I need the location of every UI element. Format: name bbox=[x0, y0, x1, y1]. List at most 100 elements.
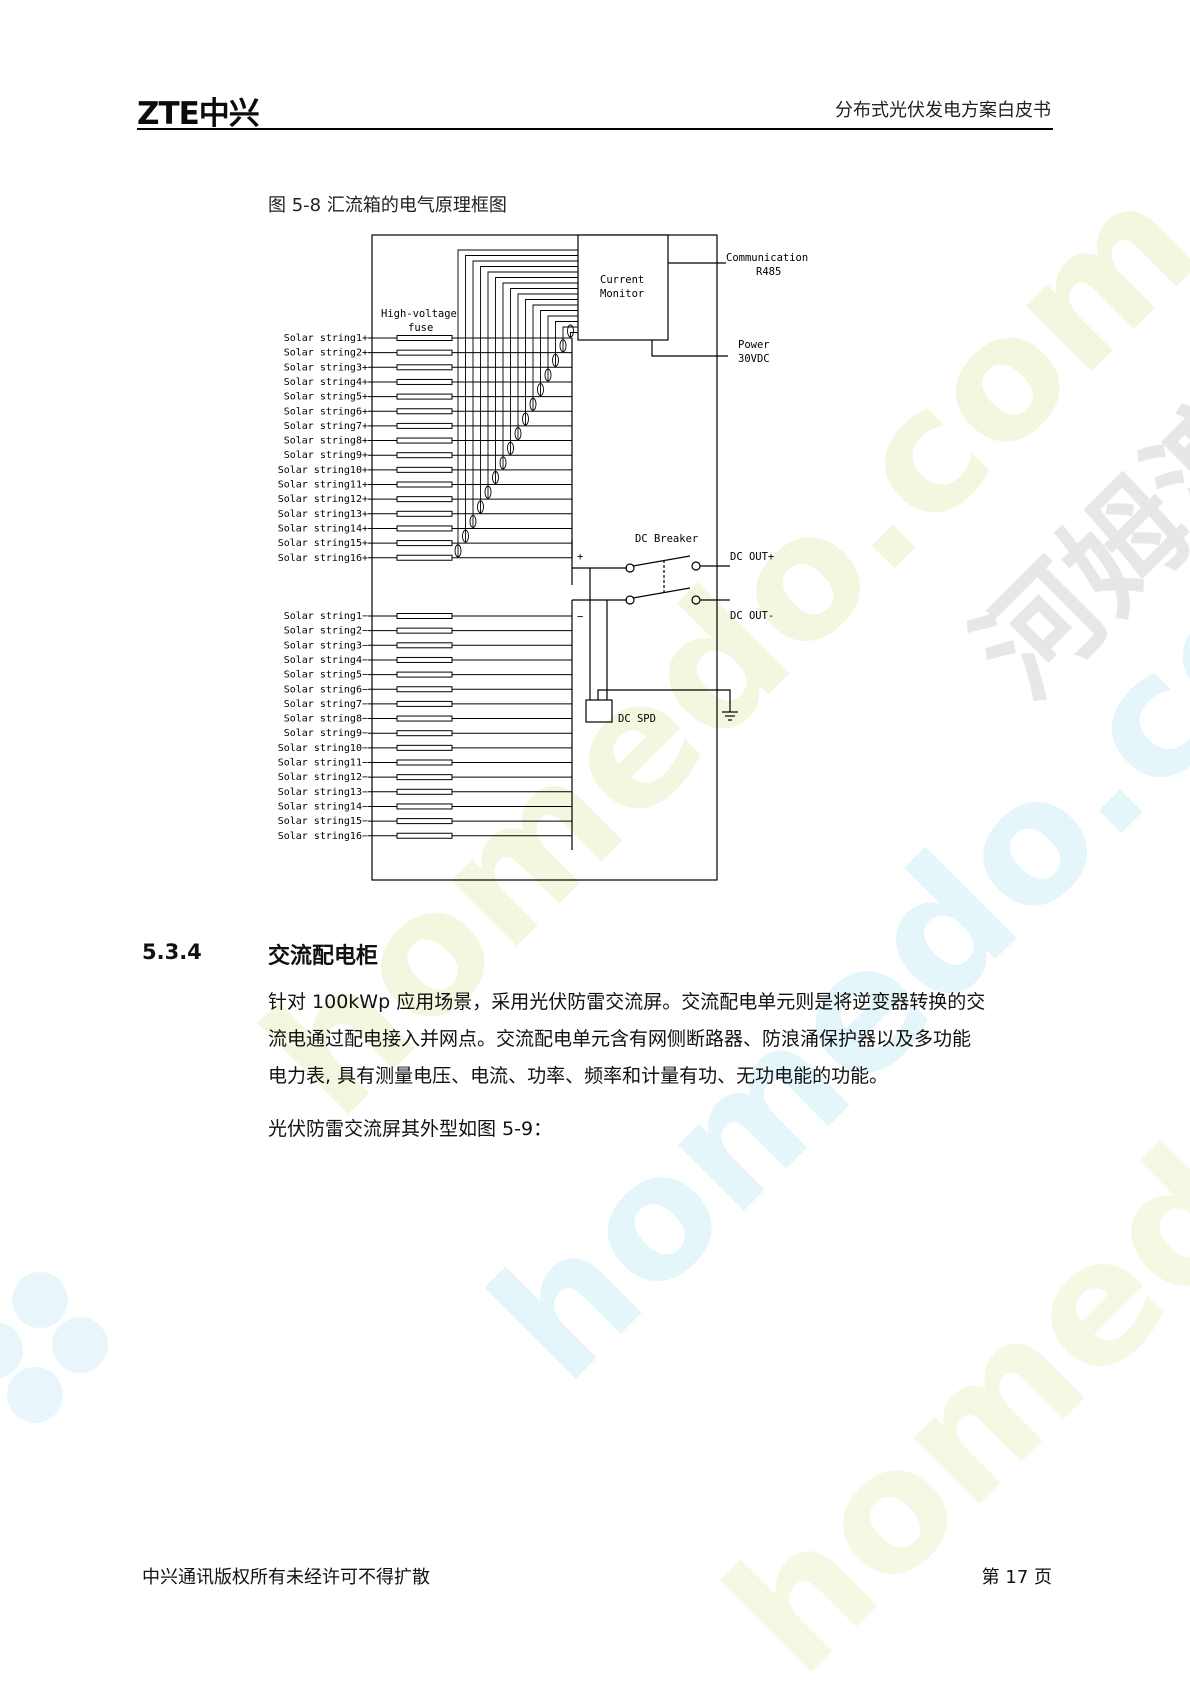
fuse bbox=[396, 700, 453, 707]
string-label-negative: Solar string4− bbox=[284, 655, 368, 666]
fuse-label: High-voltage bbox=[381, 308, 457, 320]
page-number: 第 17 页 bbox=[981, 1567, 1052, 1588]
fuse bbox=[396, 525, 453, 532]
fuse bbox=[396, 803, 453, 810]
string-label-negative: Solar string9− bbox=[284, 728, 368, 739]
sense-wire bbox=[547, 315, 578, 382]
string-label-positive: Solar string13+ bbox=[278, 509, 368, 520]
dc-spd bbox=[585, 699, 613, 723]
current-sensor bbox=[469, 515, 477, 528]
current-sensor bbox=[552, 353, 559, 367]
fuse bbox=[396, 715, 453, 722]
section-number: 5.3.4 bbox=[142, 940, 202, 964]
string-label-negative: Solar string11− bbox=[278, 758, 368, 769]
communication-label: Communication bbox=[726, 252, 808, 264]
document-title: 分布式光伏发电方案白皮书 bbox=[835, 100, 1051, 121]
string-label-positive: Solar string2+ bbox=[284, 348, 368, 359]
string-label-negative: Solar string10− bbox=[278, 743, 368, 754]
sense-wire bbox=[502, 282, 578, 470]
section-title: 交流配电柜 bbox=[268, 944, 379, 969]
sense-wire bbox=[510, 288, 578, 456]
plus-sign: + bbox=[577, 551, 583, 563]
string-label-negative: Solar string3− bbox=[284, 640, 368, 651]
fuse bbox=[396, 686, 453, 693]
dc-out-minus-label: DC OUT- bbox=[730, 610, 774, 622]
paragraph-line: 针对 100kWp 应用场景，采用光伏防雷交流屏。交流配电单元则是将逆变器转换的… bbox=[268, 991, 986, 1013]
string-label-positive: Solar string12+ bbox=[278, 494, 368, 505]
minus-sign: − bbox=[577, 611, 583, 623]
current-sensor bbox=[462, 529, 469, 543]
zte-logo: ZTE中兴 bbox=[137, 96, 260, 132]
page-header: ZTE中兴 分布式光伏发电方案白皮书 bbox=[137, 84, 1053, 132]
string-label-positive: Solar string6+ bbox=[284, 406, 368, 417]
sense-wire bbox=[487, 271, 578, 500]
string-label-positive: Solar string4+ bbox=[284, 377, 368, 388]
string-label-positive: Solar string3+ bbox=[284, 362, 368, 373]
sense-wire bbox=[532, 304, 578, 412]
fuse bbox=[396, 481, 453, 488]
current-sensor bbox=[544, 368, 552, 382]
fuse bbox=[396, 832, 453, 839]
r485-label: R485 bbox=[756, 266, 781, 278]
fuse bbox=[396, 774, 453, 781]
string-label-negative: Solar string2− bbox=[284, 626, 368, 637]
sense-wire bbox=[562, 326, 578, 353]
figure-reference-paragraph: 光伏防雷交流屏其外型如图 5-9： bbox=[268, 1118, 553, 1140]
sense-wire bbox=[457, 249, 578, 558]
sense-wire bbox=[517, 293, 578, 441]
current-monitor-label: Current bbox=[600, 274, 644, 286]
power-label: Power bbox=[738, 339, 770, 351]
current-sensor bbox=[477, 500, 484, 514]
sense-wire bbox=[570, 332, 578, 338]
string-label-positive: Solar string14+ bbox=[278, 523, 368, 534]
string-label-positive: Solar string11+ bbox=[278, 480, 368, 491]
sense-wire bbox=[465, 255, 578, 544]
sense-wire bbox=[495, 277, 578, 485]
fuse bbox=[396, 554, 453, 561]
dc-out-plus-label: DC OUT+ bbox=[730, 551, 774, 563]
fuse bbox=[396, 466, 453, 473]
string-label-positive: Solar string5+ bbox=[284, 392, 368, 403]
string-label-negative: Solar string5− bbox=[284, 670, 368, 681]
watermark-flower-icon bbox=[0, 1272, 108, 1423]
current-sensor bbox=[529, 397, 537, 411]
current-sensor bbox=[499, 456, 507, 470]
string-label-positive: Solar string8+ bbox=[284, 436, 368, 447]
combiner-box-diagram: Current Monitor Communication R485 High-… bbox=[278, 234, 808, 881]
string-label-negative: Solar string13− bbox=[278, 787, 368, 798]
sense-wire bbox=[540, 310, 578, 397]
watermark-text-cn: 河姆渡 bbox=[951, 371, 1190, 724]
fuse-label-2: fuse bbox=[408, 322, 433, 334]
fuse bbox=[396, 510, 453, 517]
current-monitor-box bbox=[577, 234, 669, 341]
current-sensor bbox=[522, 412, 529, 426]
current-sensor bbox=[567, 324, 574, 338]
current-sensor bbox=[454, 544, 462, 558]
fuse bbox=[396, 656, 453, 663]
fuse bbox=[396, 349, 453, 356]
fuse bbox=[396, 671, 453, 678]
fuse bbox=[396, 744, 453, 751]
fuse bbox=[396, 730, 453, 737]
power-line bbox=[651, 340, 728, 357]
fuse bbox=[396, 437, 453, 444]
current-sensor bbox=[484, 485, 492, 499]
fuse bbox=[396, 496, 453, 503]
section-paragraph: 针对 100kWp 应用场景，采用光伏防雷交流屏。交流配电单元则是将逆变器转换的… bbox=[268, 984, 1058, 1095]
fuse bbox=[396, 422, 453, 429]
string-label-positive: Solar string1+ bbox=[284, 333, 368, 344]
footer-copyright: 中兴通讯版权所有未经许可不得扩散 bbox=[142, 1567, 430, 1588]
sense-wire bbox=[555, 321, 578, 368]
sense-wire bbox=[480, 266, 578, 514]
dc-breaker-label: DC Breaker bbox=[635, 533, 698, 545]
fuse bbox=[396, 642, 453, 649]
fuse bbox=[396, 335, 453, 341]
figure-caption: 图 5-8 汇流箱的电气原理框图 bbox=[268, 195, 507, 216]
current-sensor bbox=[492, 471, 499, 484]
fuse bbox=[396, 759, 453, 766]
string-label-negative: Solar string6− bbox=[284, 684, 368, 695]
fuse bbox=[396, 818, 453, 825]
dc-spd-label: DC SPD bbox=[618, 713, 656, 725]
string-label-negative: Solar string12− bbox=[278, 772, 368, 783]
string-label-positive: Solar string16+ bbox=[278, 553, 368, 564]
